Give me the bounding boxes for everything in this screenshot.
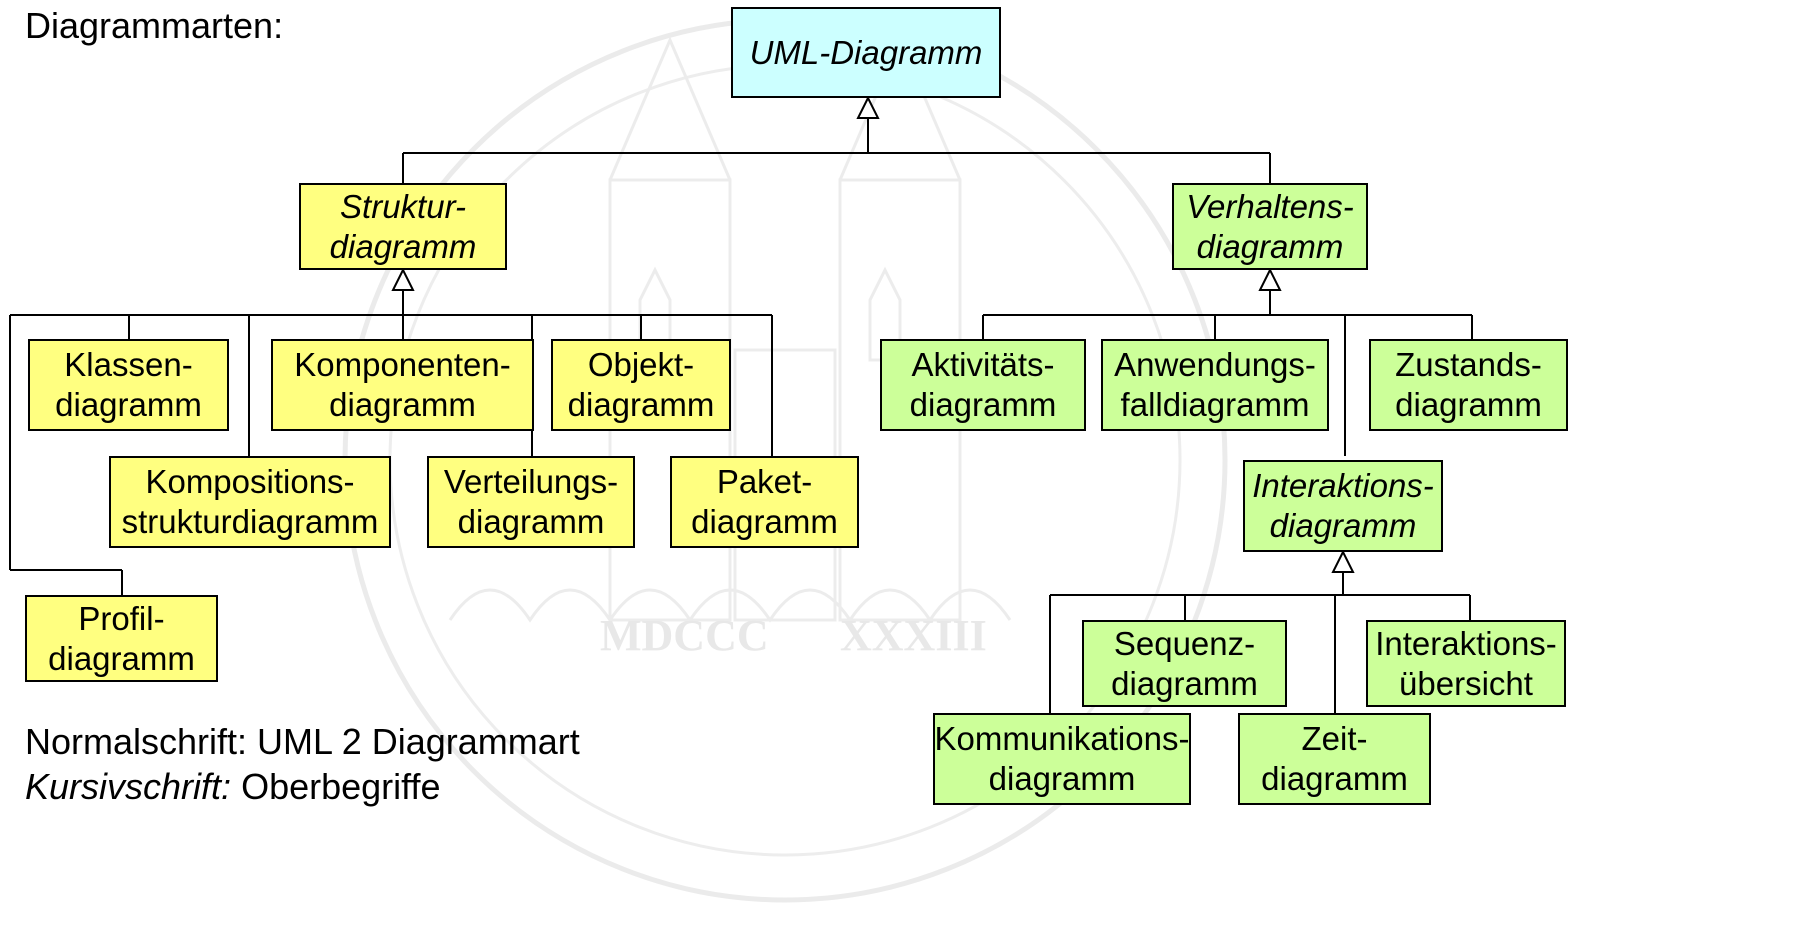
node-label-line1: Anwendungs- [1114, 346, 1316, 383]
legend-italic-text: Oberbegriffe [241, 766, 441, 807]
node-label-line2: diagramm [329, 386, 476, 423]
node-label-line2: diagramm [909, 386, 1057, 423]
node-label-line1: Struktur- [340, 187, 466, 225]
node-label-line2: strukturdiagramm [121, 503, 379, 540]
page-title: Diagrammarten: [25, 5, 284, 46]
legend-normal-text: UML 2 Diagrammart [257, 721, 580, 762]
watermark-text-right: XXXIII [840, 611, 987, 660]
node-label-line1: Komponenten- [294, 346, 511, 383]
node-label-line2: diagramm [691, 503, 838, 540]
node-label-line2: falldiagramm [1120, 386, 1310, 423]
node-aktivitaetsdiagramm: Aktivitäts- diagramm [880, 339, 1086, 431]
node-label-line1: Klassen- [64, 346, 193, 383]
watermark-text-left: MDCCC [600, 611, 769, 660]
node-label-line2: diagramm [48, 639, 195, 677]
node-label-line1: Interaktions- [1375, 624, 1557, 662]
node-uml-diagramm: UML-Diagramm [731, 7, 1001, 98]
node-label-line2: diagramm [55, 386, 202, 423]
legend-normal-prefix: Normalschrift: [25, 721, 248, 762]
node-komponentendiagramm: Komponenten- diagramm [271, 339, 534, 431]
node-label-line2: diagramm [457, 503, 605, 540]
node-objektdiagramm: Objekt- diagramm [551, 339, 731, 431]
node-label-line1: Objekt- [587, 346, 695, 383]
node-sequenzdiagramm: Sequenz- diagramm [1082, 620, 1287, 707]
node-verteilungsdiagramm: Verteilungs- diagramm [427, 456, 635, 548]
node-kommunikationsdiagramm: Kommunikations- diagramm [933, 713, 1191, 805]
node-label-line1: Kommunikations- [934, 720, 1190, 757]
node-label-line2: diagramm [1395, 386, 1542, 423]
node-label-line2: diagramm [329, 227, 477, 265]
node-label-line1: Verhaltens- [1186, 187, 1354, 225]
node-interaktionsdiagramm: Interaktions- diagramm [1243, 460, 1443, 552]
node-label-line2: diagramm [1269, 507, 1417, 544]
node-interaktionsuebersicht: Interaktions- übersicht [1366, 620, 1566, 707]
node-profildiagramm: Profil- diagramm [25, 595, 218, 682]
node-label-line1: Profil- [78, 599, 165, 637]
node-verhaltensdiagramm: Verhaltens- diagramm [1172, 183, 1368, 270]
node-label-line1: Interaktions- [1252, 467, 1434, 504]
node-label-line2: diagramm [1261, 760, 1408, 797]
generalization-arrow-interaktion [1331, 549, 1355, 573]
node-label-line1: Verteilungs- [443, 463, 619, 500]
node-strukturdiagramm: Struktur- diagramm [299, 183, 507, 270]
node-zeitdiagramm: Zeit- diagramm [1238, 713, 1431, 805]
node-klassendiagramm: Klassen- diagramm [28, 339, 229, 431]
node-label-line1: Paket- [716, 463, 813, 500]
node-label-line2: diagramm [1111, 664, 1258, 702]
node-label: UML-Diagramm [749, 33, 983, 71]
node-label-line1: Zeit- [1301, 720, 1368, 757]
node-label-line1: Kompositions- [145, 463, 355, 500]
node-paketdiagramm: Paket- diagramm [670, 456, 859, 548]
generalization-arrow-struktur [391, 267, 415, 291]
node-label-line2: übersicht [1399, 664, 1533, 702]
legend-italic-prefix: Kursivschrift: [25, 766, 232, 807]
generalization-arrow-root [856, 95, 880, 119]
legend-italic: Kursivschrift: Oberbegriffe [25, 765, 441, 809]
node-zustandsdiagramm: Zustands- diagramm [1369, 339, 1568, 431]
node-kompositionsstrukturdiagramm: Kompositions- strukturdiagramm [109, 456, 391, 548]
node-label-line2: diagramm [567, 386, 715, 423]
node-anwendungsfalldiagramm: Anwendungs- falldiagramm [1101, 339, 1329, 431]
node-label-line1: Zustands- [1395, 346, 1542, 383]
legend-normal: Normalschrift: UML 2 Diagrammart [25, 720, 580, 764]
node-label-line2: diagramm [1196, 227, 1344, 265]
node-label-line1: Aktivitäts- [911, 346, 1055, 383]
generalization-arrow-verhalten [1258, 267, 1282, 291]
node-label-line1: Sequenz- [1113, 624, 1256, 662]
node-label-line2: diagramm [988, 760, 1136, 797]
